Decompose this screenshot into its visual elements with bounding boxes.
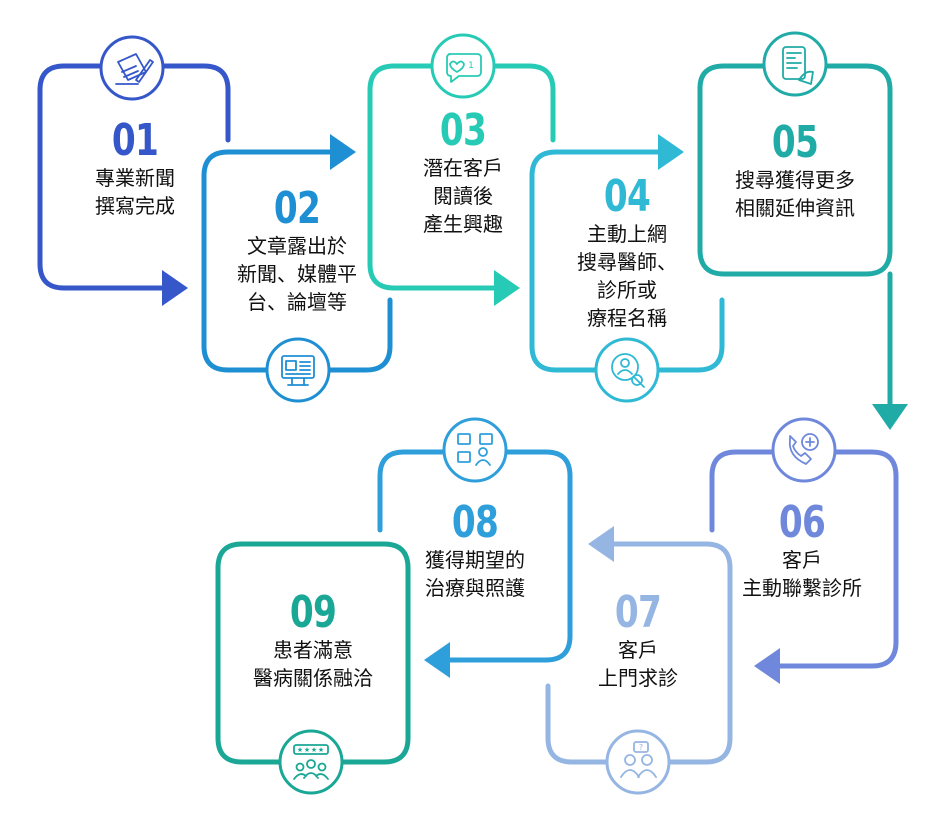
arrow-01-to-02 xyxy=(162,270,188,306)
search-doctor-icon xyxy=(594,337,660,403)
step-05-number: 05 xyxy=(771,117,819,168)
step-03-text: 潛在客戶 閱讀後 產生興趣 xyxy=(423,156,503,236)
step-06: 06 客戶 主動聯繫診所 xyxy=(712,500,892,602)
step-09: 09 患者滿意 醫病關係融洽 xyxy=(218,590,408,692)
treatment-icon xyxy=(442,417,508,483)
step-05-text: 搜尋獲得更多 相關延伸資訊 xyxy=(735,168,855,220)
step-04-number: 04 xyxy=(603,171,651,222)
phone-medical-icon xyxy=(771,417,837,483)
svg-text:1: 1 xyxy=(468,61,474,71)
arrow-08-to-09 xyxy=(424,642,450,678)
consultation-icon: ? xyxy=(605,729,671,795)
step-07-text: 客戶 上門求診 xyxy=(598,638,678,690)
step-01-number: 01 xyxy=(111,115,159,166)
svg-text:★: ★ xyxy=(311,746,317,754)
svg-text:★: ★ xyxy=(297,746,303,754)
step-04: 04 主動上網 搜尋醫師、 診所或 療程名稱 xyxy=(532,174,722,332)
connector-08-to-09 xyxy=(447,575,573,663)
step-02-text: 文章露出於 新聞、媒體平 台、論壇等 xyxy=(237,234,357,314)
step-08: 08 獲得期望的 治療與照護 xyxy=(380,500,570,602)
step-05: 05 搜尋獲得更多 相關延伸資訊 xyxy=(700,120,890,222)
frame-09 xyxy=(215,541,411,765)
heart-chat-icon: 1 xyxy=(430,33,496,99)
step-02: 02 文章露出於 新聞、媒體平 台、論壇等 xyxy=(204,186,390,316)
frame-07 xyxy=(545,541,733,765)
arrow-04-to-05 xyxy=(658,134,684,170)
step-08-number: 08 xyxy=(451,497,499,548)
svg-text:?: ? xyxy=(639,743,643,752)
frame-04 xyxy=(529,149,725,373)
step-03-number: 03 xyxy=(439,105,487,156)
step-02-number: 02 xyxy=(273,183,321,234)
svg-text:★: ★ xyxy=(304,746,310,754)
frame-06 xyxy=(709,449,899,669)
step-01-text: 專業新聞 撰寫完成 xyxy=(95,166,175,218)
arrow-06-to-07 xyxy=(754,648,780,684)
step-08-text: 獲得期望的 治療與照護 xyxy=(425,548,525,600)
arrow-07-to-08 xyxy=(588,526,614,562)
frame-05 xyxy=(697,63,893,277)
frame-03 xyxy=(367,63,556,291)
arrow-05-to-06 xyxy=(872,404,908,430)
step-04-text: 主動上網 搜尋醫師、 診所或 療程名稱 xyxy=(577,222,677,330)
step-07-number: 07 xyxy=(614,587,662,638)
arrow-03-to-04 xyxy=(494,270,520,306)
satisfaction-icon: ★★★★ xyxy=(278,729,344,795)
step-09-number: 09 xyxy=(289,587,337,638)
media-monitor-icon xyxy=(265,337,331,403)
frame-01 xyxy=(37,63,231,291)
step-06-text: 客戶 主動聯繫診所 xyxy=(742,548,862,600)
step-06-number: 06 xyxy=(778,497,826,548)
svg-text:★: ★ xyxy=(318,746,324,754)
step-01: 01 專業新聞 撰寫完成 xyxy=(40,118,230,220)
writing-icon xyxy=(99,35,165,101)
step-07: 07 客戶 上門求診 xyxy=(548,590,728,692)
step-09-text: 患者滿意 醫病關係融洽 xyxy=(253,638,373,690)
mobile-info-icon xyxy=(762,31,828,97)
arrow-02-to-03 xyxy=(330,134,356,170)
step-03: 03 潛在客戶 閱讀後 產生興趣 xyxy=(370,108,556,238)
frame-02 xyxy=(201,149,393,373)
